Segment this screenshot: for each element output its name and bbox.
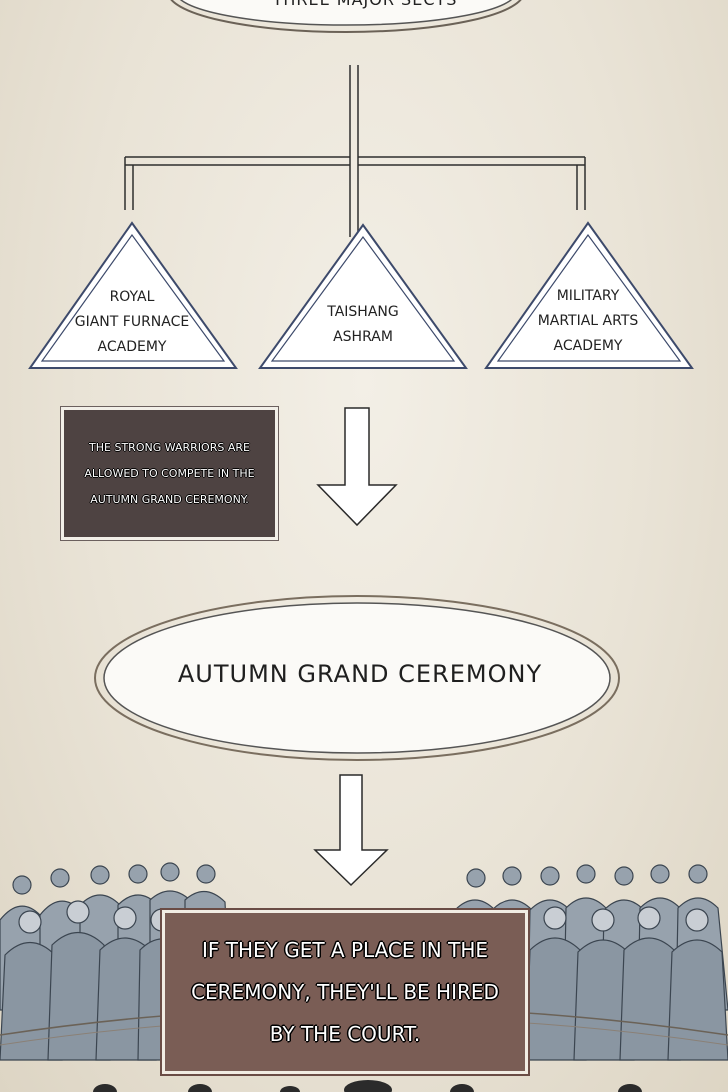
triangle-taishang bbox=[258, 223, 468, 369]
caption-text: THE STRONG WARRIORS ARE ALLOWED TO COMPE… bbox=[84, 440, 255, 506]
bottom-figures bbox=[93, 1080, 642, 1092]
three-sects-title: THREE MAJOR SECTS bbox=[200, 0, 530, 9]
caption-box-bottom: IF THEY GET A PLACE IN THE CEREMONY, THE… bbox=[160, 908, 530, 1076]
branch-connector bbox=[124, 65, 586, 237]
sect-military-line: MILITARY bbox=[556, 288, 620, 304]
sect-taishang-label: TAISHANG ASHRAM bbox=[293, 300, 433, 350]
sect-royal-line: ROYAL bbox=[109, 289, 155, 305]
sect-royal-line: GIANT FURNACE bbox=[74, 314, 190, 330]
ceremony-title: AUTUMN GRAND CEREMONY bbox=[177, 660, 543, 688]
sect-military-label: MILITARY MARTIAL ARTS ACADEMY bbox=[513, 284, 663, 359]
sect-royal-label: ROYAL GIANT FURNACE ACADEMY bbox=[62, 285, 202, 360]
sect-military-line: ACADEMY bbox=[553, 338, 623, 354]
ceremony-ellipse bbox=[94, 595, 620, 761]
caption-text: IF THEY GET A PLACE IN THE CEREMONY, THE… bbox=[191, 938, 499, 1046]
sect-taishang-line: TAISHANG bbox=[327, 304, 399, 320]
down-arrow-icon bbox=[316, 407, 398, 527]
caption-box-top: THE STRONG WARRIORS ARE ALLOWED TO COMPE… bbox=[60, 406, 279, 541]
triangle-military bbox=[484, 221, 694, 369]
top-ellipse bbox=[170, 0, 522, 33]
sect-taishang-line: ASHRAM bbox=[333, 329, 393, 345]
sect-military-line: MARTIAL ARTS bbox=[537, 313, 639, 329]
sect-royal-line: ACADEMY bbox=[97, 339, 167, 355]
down-arrow-icon bbox=[313, 774, 389, 887]
triangle-royal bbox=[28, 221, 238, 369]
